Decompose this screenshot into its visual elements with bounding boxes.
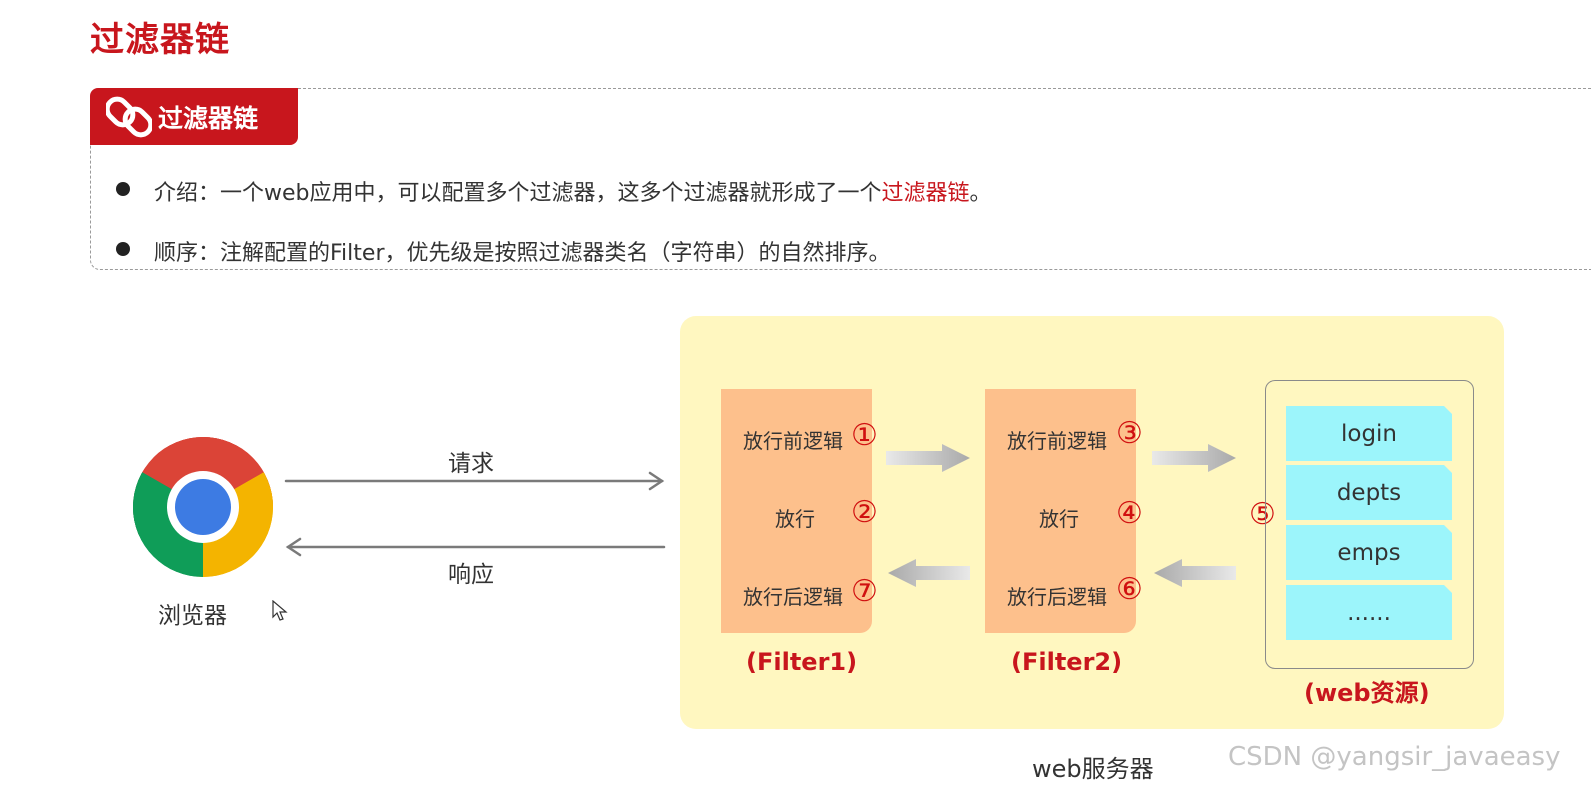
resource-item-more: ......: [1286, 585, 1452, 640]
filter1-before-label: 放行前逻辑: [743, 429, 843, 453]
bullet-dot: [116, 242, 130, 256]
response-label: 响应: [448, 562, 494, 588]
browser-label: 浏览器: [158, 603, 227, 629]
flow-arrow-right: [886, 444, 970, 472]
filter1-box: [721, 389, 872, 633]
resource-item-emps: emps: [1286, 525, 1452, 580]
filter2-before-label: 放行前逻辑: [1007, 429, 1107, 453]
filter1-after-step: ⑦: [851, 574, 878, 609]
bullet-intro: 介绍：一个web应用中，可以配置多个过滤器，这多个过滤器就形成了一个过滤器链。: [154, 175, 992, 207]
resource-item-depts: depts: [1286, 465, 1452, 520]
resource-item-login: login: [1286, 406, 1452, 461]
card-top-border: [298, 88, 1591, 89]
flow-arrow-left: [888, 559, 970, 587]
request-arrowhead: [648, 471, 665, 491]
bullet-intro-suffix: 。: [969, 181, 992, 206]
filter2-caption: (Filter2): [1011, 648, 1123, 676]
filter1-caption: (Filter1): [746, 648, 858, 676]
link-icon: [106, 96, 152, 137]
mouse-cursor-icon: [272, 600, 288, 621]
filter2-box: [985, 389, 1136, 633]
bullet-dot: [116, 182, 130, 196]
flow-arrows: [886, 444, 1236, 587]
bullet-intro-prefix: 介绍：一个web应用中，可以配置多个过滤器，这多个过滤器就形成了一个: [154, 181, 882, 206]
filter2-after-step: ⑥: [1116, 572, 1143, 607]
flow-arrow-right: [1152, 444, 1236, 472]
request-response-arrows: [284, 471, 666, 557]
card-tab-label: 过滤器链: [158, 103, 259, 133]
bullet-order: 顺序：注解配置的Filter，优先级是按照过滤器类名（字符串）的自然排序。: [154, 241, 891, 266]
filter1-after-label: 放行后逻辑: [743, 585, 843, 609]
filter2-pass-step: ④: [1116, 496, 1143, 531]
filter2-after-label: 放行后逻辑: [1007, 585, 1107, 609]
request-label: 请求: [448, 451, 494, 477]
page-title: 过滤器链: [90, 20, 230, 60]
filter1-pass-step: ②: [851, 495, 878, 530]
web-server-label: web服务器: [1032, 755, 1154, 783]
filter2-pass-label: 放行: [1039, 507, 1079, 531]
card-tab: 过滤器链: [90, 88, 298, 145]
chrome-browser-icon: [133, 437, 273, 577]
resource-step: ⑤: [1249, 497, 1276, 532]
flow-arrow-left: [1154, 559, 1236, 587]
bullet-intro-highlight: 过滤器链: [881, 181, 970, 206]
resource-frame: [1265, 380, 1474, 669]
resource-caption: (web资源): [1304, 679, 1430, 707]
filter2-before-step: ③: [1116, 416, 1143, 451]
csdn-watermark: CSDN @yangsir_javaeasy: [1228, 742, 1561, 772]
filter1-before-step: ①: [851, 418, 878, 453]
card-frame: [90, 143, 1591, 270]
filter1-pass-label: 放行: [775, 507, 815, 531]
response-arrowhead: [285, 537, 302, 557]
